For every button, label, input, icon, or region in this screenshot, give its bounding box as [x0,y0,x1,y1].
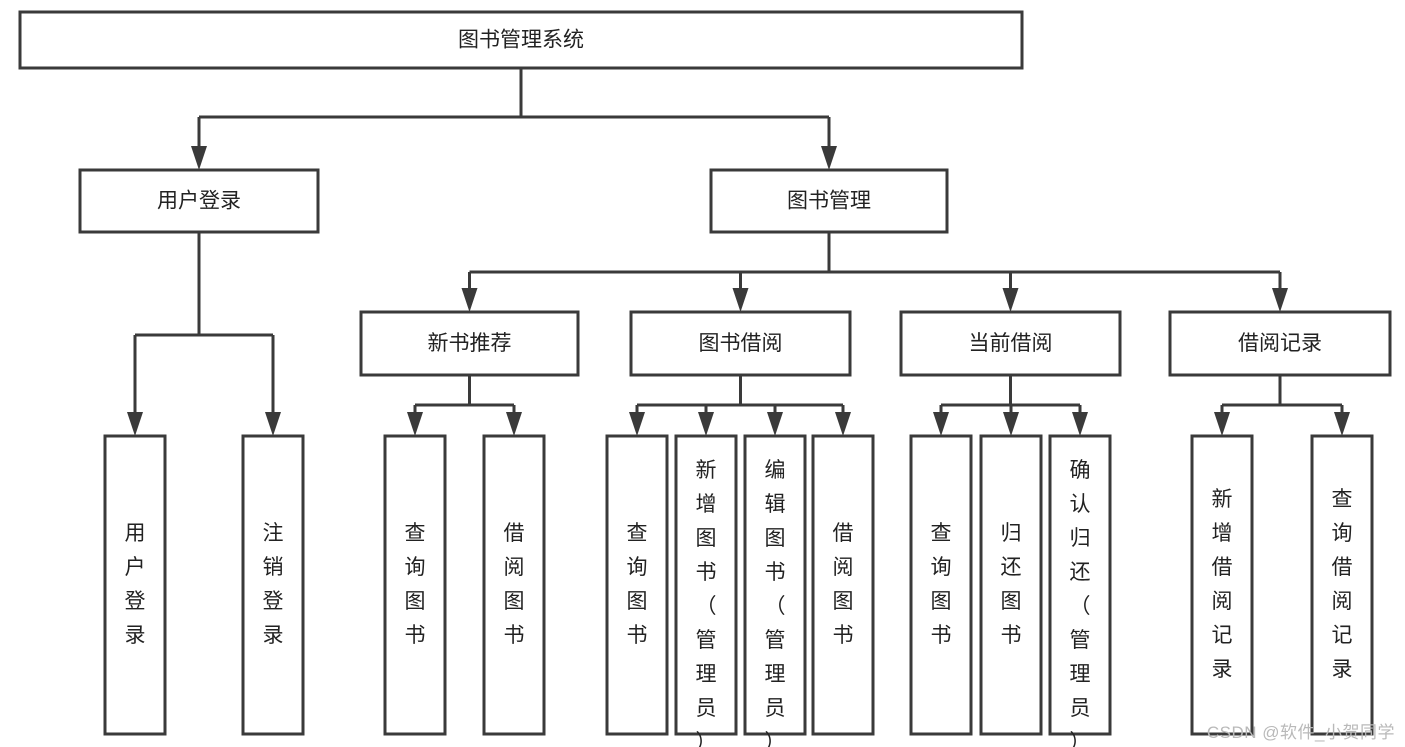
arrow-head-icon [506,412,522,436]
arrow-head-icon [1002,288,1019,312]
node-label: 新增图书（管理员） [696,459,717,747]
node-box [605,434,669,736]
node-box [383,434,447,736]
node-label: 新增借阅记录 [1212,488,1233,681]
arrow-head-icon [127,412,143,436]
node-label: 归还图书 [1001,522,1022,647]
node-box [241,434,305,736]
node-book-borrow[interactable]: 图书借阅 [629,310,852,377]
node-box [674,434,738,736]
node-label: 用户登录 [157,190,241,213]
node-label: 用户登录 [125,522,146,647]
node-leaf-add-record[interactable]: 新增借阅记录 [1190,434,1254,736]
node-root[interactable]: 图书管理系统 [18,10,1024,70]
node-box [811,434,875,736]
arrow-head-icon [821,146,837,170]
node-current-borrow[interactable]: 当前借阅 [899,310,1122,377]
node-label: 新书推荐 [428,332,512,355]
arrow-head-icon [461,288,478,312]
node-leaf-query-book-3[interactable]: 查询图书 [909,434,973,736]
arrow-head-icon [933,412,949,436]
node-label: 查询借阅记录 [1332,488,1353,681]
node-box [743,434,807,736]
node-label: 查询图书 [931,522,952,647]
node-leaf-return-book[interactable]: 归还图书 [979,434,1043,736]
arrow-head-icon [1003,412,1019,436]
node-label: 借阅记录 [1238,332,1322,355]
node-box [899,310,1122,377]
node-box [1190,434,1254,736]
node-box [709,168,949,234]
node-box [629,310,852,377]
node-label: 注销登录 [263,522,284,647]
node-leaf-user-login[interactable]: 用户登录 [103,434,167,736]
arrow-head-icon [191,146,207,170]
node-label: 确认归还（管理员） [1070,459,1091,747]
node-leaf-query-book-2[interactable]: 查询图书 [605,434,669,736]
node-leaf-logout[interactable]: 注销登录 [241,434,305,736]
arrow-head-icon [732,288,749,312]
node-borrow-record[interactable]: 借阅记录 [1168,310,1392,377]
node-box [1310,434,1374,736]
connector-layer [127,68,1350,436]
node-label: 图书管理 [787,190,871,213]
node-leaf-borrow-book-1[interactable]: 借阅图书 [482,434,546,736]
node-book-manage[interactable]: 图书管理 [709,168,949,234]
node-box [482,434,546,736]
node-leaf-query-record[interactable]: 查询借阅记录 [1310,434,1374,736]
node-label: 编辑图书（管理员） [765,459,786,747]
node-leaf-add-book[interactable]: 新增图书（管理员） [674,434,738,747]
arrow-head-icon [1272,288,1288,312]
node-leaf-borrow-book-2[interactable]: 借阅图书 [811,434,875,736]
arrow-head-icon [265,412,281,436]
arrow-head-icon [1072,412,1088,436]
arrow-head-icon [698,412,714,436]
node-box [18,10,1024,70]
node-box [103,434,167,736]
arrow-head-icon [629,412,645,436]
node-label: 查询图书 [405,522,426,647]
node-user-login[interactable]: 用户登录 [78,168,320,234]
arrow-head-icon [835,412,851,436]
node-box [359,310,580,377]
node-label: 图书借阅 [699,332,783,355]
node-label: 图书管理系统 [458,29,584,52]
arrow-head-icon [767,412,783,436]
node-box [979,434,1043,736]
node-label: 当前借阅 [969,332,1053,355]
node-label: 借阅图书 [833,522,854,647]
arrow-head-icon [1334,412,1350,436]
node-label: 查询图书 [627,522,648,647]
arrow-head-icon [1214,412,1230,436]
node-box [1168,310,1392,377]
arrow-head-icon [407,412,423,436]
node-box [78,168,320,234]
node-leaf-confirm-return[interactable]: 确认归还（管理员） [1048,434,1112,747]
node-box [1048,434,1112,736]
node-new-book-rec[interactable]: 新书推荐 [359,310,580,377]
node-box [909,434,973,736]
node-label: 借阅图书 [504,522,525,647]
node-layer: 图书管理系统用户登录图书管理新书推荐图书借阅当前借阅借阅记录用户登录注销登录查询… [18,10,1392,747]
node-leaf-query-book-1[interactable]: 查询图书 [383,434,447,736]
node-leaf-edit-book[interactable]: 编辑图书（管理员） [743,434,807,747]
